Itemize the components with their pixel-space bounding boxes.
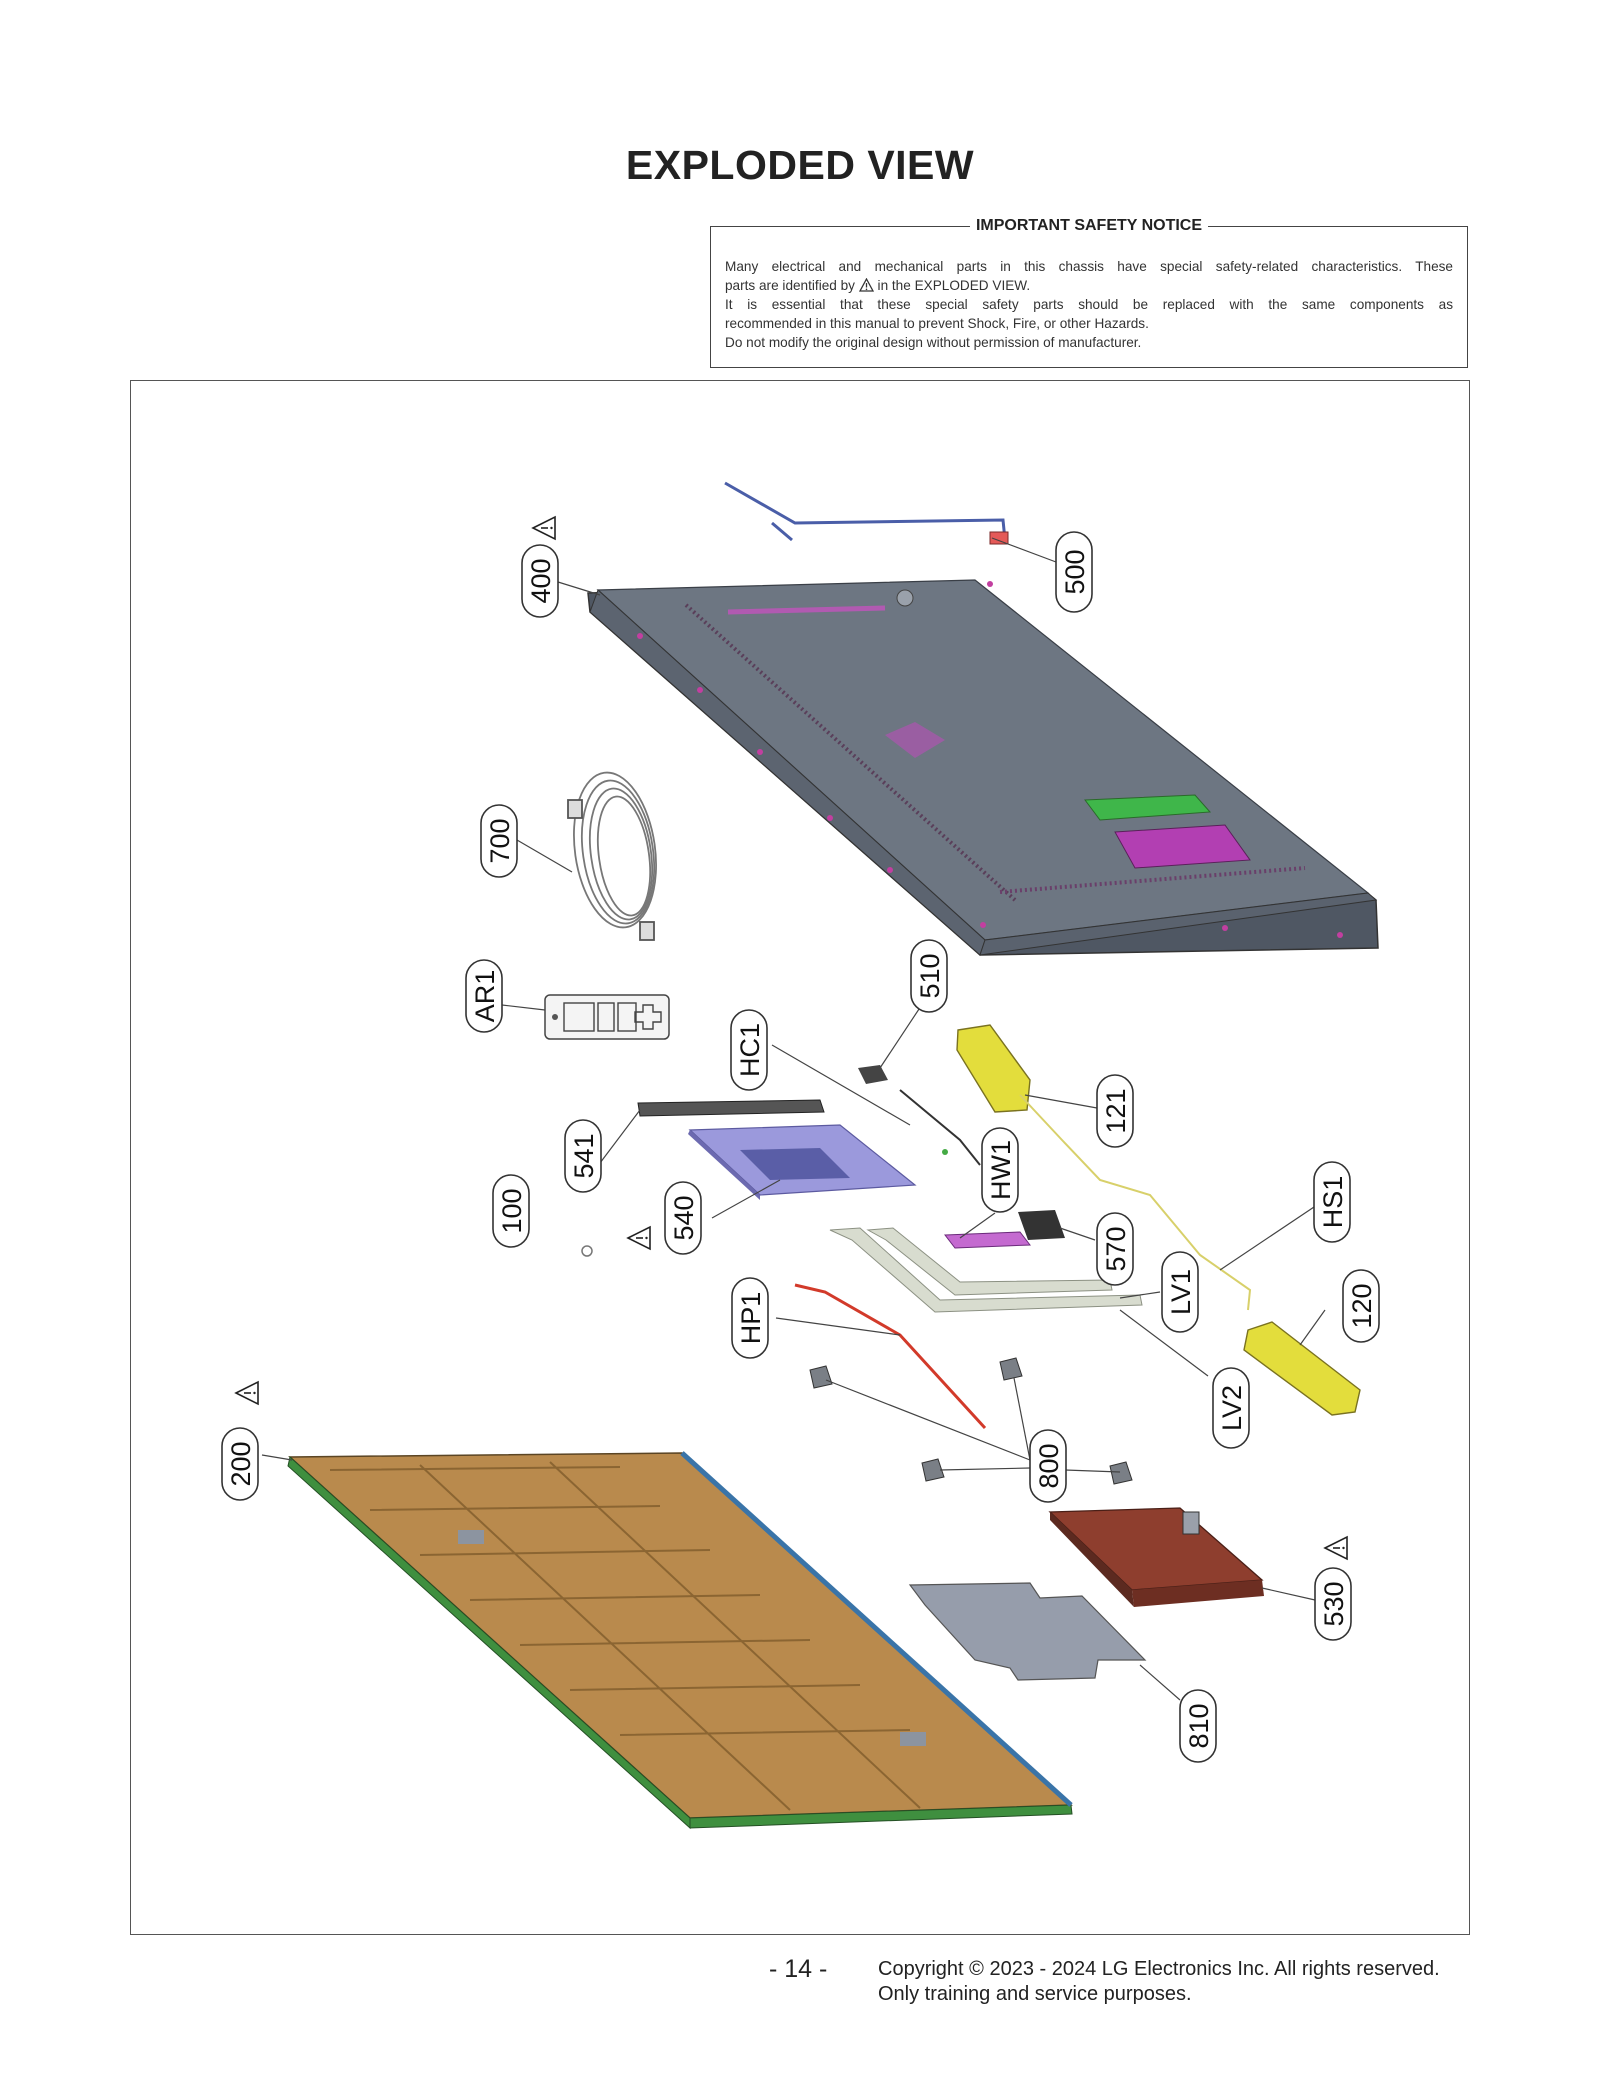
notice-line-1: Many electrical and mechanical parts in … — [725, 259, 1453, 274]
safety-notice-title: IMPORTANT SAFETY NOTICE — [969, 217, 1209, 234]
callout-100: 100 — [492, 1174, 530, 1248]
footer-copyright: Copyright © 2023 - 2024 LG Electronics I… — [878, 1957, 1440, 2007]
callout-810: 810 — [1179, 1689, 1217, 1763]
leader-lines — [261, 537, 1326, 1701]
callout-label-121: 121 — [1101, 1088, 1131, 1133]
remote-control-part — [544, 994, 670, 1040]
callout-label-400: 400 — [526, 558, 556, 603]
callout-label-570: 570 — [1101, 1226, 1131, 1271]
callout-540: 540 — [664, 1181, 702, 1255]
cable-500-part — [724, 481, 1009, 545]
notice-line-2: parts are identified by in the EXPLODED … — [725, 276, 1453, 295]
callout-121: 121 — [1096, 1074, 1134, 1148]
safety-notice-box: IMPORTANT SAFETY NOTICE Many electrical … — [710, 217, 1468, 368]
callout-570: 570 — [1096, 1212, 1134, 1286]
notice-line-2-before: parts are identified by — [725, 278, 855, 293]
callout-label-HP1: HP1 — [736, 1292, 766, 1345]
callout-HS1: HS1 — [1313, 1161, 1351, 1243]
callout-label-100: 100 — [497, 1188, 527, 1233]
safety-notice-body: Many electrical and mechanical parts in … — [725, 257, 1453, 352]
insulation-sheet-part — [908, 1582, 1147, 1681]
callout-label-LV2: LV2 — [1217, 1385, 1247, 1431]
speaker-wire-part — [1019, 1094, 1252, 1311]
callout-label-120: 120 — [1347, 1283, 1377, 1328]
hw1-cable-part — [944, 1231, 1031, 1249]
wifi-module-part — [1018, 1210, 1065, 1240]
callout-500: 500 — [1055, 531, 1093, 613]
callout-label-AR1: AR1 — [470, 970, 500, 1023]
callout-530: 530 — [1314, 1567, 1352, 1641]
copyright-line: Copyright © 2023 - 2024 LG Electronics I… — [878, 1958, 1440, 1980]
callout-label-510: 510 — [915, 953, 945, 998]
display-panel-part — [287, 1451, 1073, 1830]
callout-label-700: 700 — [485, 818, 515, 863]
callout-510: 510 — [910, 939, 948, 1013]
callout-label-HW1: HW1 — [986, 1140, 1016, 1200]
callout-AR1: AR1 — [465, 959, 503, 1033]
callout-LV1: LV1 — [1161, 1251, 1199, 1333]
callout-label-540: 540 — [669, 1195, 699, 1240]
callout-label-LV1: LV1 — [1166, 1269, 1196, 1315]
callout-120: 120 — [1342, 1269, 1380, 1343]
warning-triangle-icon — [235, 1381, 259, 1405]
callout-label-HC1: HC1 — [735, 1023, 765, 1077]
power-cord-part — [567, 771, 657, 941]
callout-label-541: 541 — [569, 1133, 599, 1178]
hp1-cable-part — [794, 1283, 987, 1430]
page-title: EXPLODED VIEW — [625, 142, 975, 188]
notice-line-4: recommended in this manual to prevent Sh… — [725, 316, 1149, 331]
warning-triangle-icon — [532, 516, 556, 540]
callout-LV2: LV2 — [1212, 1367, 1250, 1449]
warning-triangle-icon — [858, 278, 874, 292]
flat-cables-part — [829, 1227, 1143, 1313]
callout-label-810: 810 — [1184, 1703, 1214, 1748]
diagram-frame — [130, 380, 1470, 1935]
callout-800: 800 — [1029, 1429, 1067, 1503]
notice-line-2-after: in the EXPLODED VIEW. — [877, 278, 1031, 293]
clips-part — [809, 1357, 1133, 1485]
speaker-left-part — [956, 1024, 1031, 1113]
callout-HP1: HP1 — [731, 1277, 769, 1359]
callout-label-800: 800 — [1034, 1443, 1064, 1488]
notice-line-5: Do not modify the original design withou… — [725, 335, 1142, 350]
callout-label-200: 200 — [226, 1441, 256, 1486]
callout-label-530: 530 — [1319, 1581, 1349, 1626]
callout-400: 400 — [521, 544, 559, 618]
callout-HC1: HC1 — [730, 1009, 768, 1091]
usage-line: Only training and service purposes. — [878, 1983, 1192, 2005]
callout-700: 700 — [480, 804, 518, 878]
ir-receiver-part — [858, 1065, 981, 1166]
page-number: - 14 - — [769, 1955, 828, 1983]
back-cover-part — [587, 579, 1379, 956]
callout-HW1: HW1 — [981, 1127, 1019, 1213]
callout-label-HS1: HS1 — [1318, 1176, 1348, 1229]
main-board-part — [581, 1099, 917, 1257]
callout-label-500: 500 — [1060, 549, 1090, 594]
speaker-right-part — [1243, 1321, 1361, 1416]
warning-triangle-icon — [1324, 1536, 1348, 1560]
power-board-part — [1048, 1507, 1264, 1607]
callout-541: 541 — [564, 1119, 602, 1193]
callout-200: 200 — [221, 1427, 259, 1501]
warning-triangle-icon — [627, 1226, 651, 1250]
notice-line-3: It is essential that these special safet… — [725, 297, 1453, 312]
